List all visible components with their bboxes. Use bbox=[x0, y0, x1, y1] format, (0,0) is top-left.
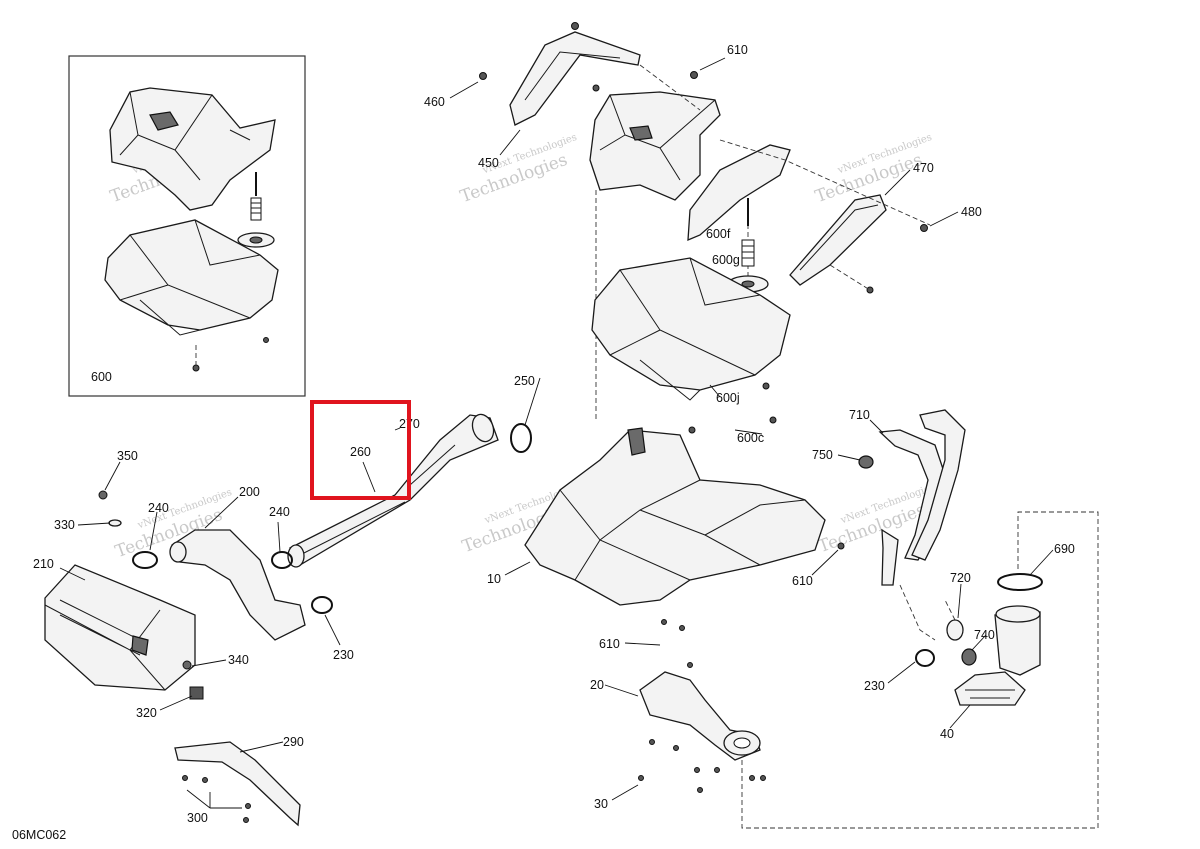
callout-330: 330 bbox=[54, 518, 75, 532]
inset-box-600: 600 bbox=[68, 55, 306, 397]
turbo-hose-assembly bbox=[858, 409, 1043, 706]
callout-720: 720 bbox=[950, 571, 971, 585]
callout-210: 210 bbox=[33, 557, 54, 571]
leader-lines bbox=[59, 57, 1054, 809]
callout-230: 230 bbox=[864, 679, 885, 693]
callout-610: 610 bbox=[792, 574, 813, 588]
callout-240: 240 bbox=[148, 501, 169, 515]
callout-340: 340 bbox=[228, 653, 249, 667]
upper-air-ducts bbox=[479, 22, 931, 420]
diagram-code: 06MC062 bbox=[12, 828, 66, 842]
callout-610: 610 bbox=[599, 637, 620, 651]
callout-230: 230 bbox=[333, 648, 354, 662]
highlight-box bbox=[310, 400, 411, 500]
callout-450: 450 bbox=[478, 156, 499, 170]
callout-10: 10 bbox=[487, 572, 501, 586]
callout-690: 690 bbox=[1054, 542, 1075, 556]
watermarks: vNext Technologies Technologies vNext Te… bbox=[108, 132, 937, 562]
callout-600g: 600g bbox=[712, 253, 740, 267]
callout-470: 470 bbox=[913, 161, 934, 175]
callout-460: 460 bbox=[424, 95, 445, 109]
callout-40: 40 bbox=[940, 727, 954, 741]
duct-20 bbox=[638, 511, 1099, 829]
callout-320: 320 bbox=[136, 706, 157, 720]
callout-600f: 600f bbox=[706, 227, 731, 241]
callout-350: 350 bbox=[117, 449, 138, 463]
callout-600j: 600j bbox=[716, 391, 740, 405]
lower-air-box-10 bbox=[524, 427, 845, 668]
callout-20: 20 bbox=[590, 678, 604, 692]
callout-710: 710 bbox=[849, 408, 870, 422]
callout-290: 290 bbox=[283, 735, 304, 749]
callout-labels: 610 460 450 470 480 600f 600g 600j 600c … bbox=[33, 43, 1075, 825]
callout-600-inset: 600 bbox=[91, 370, 112, 384]
callout-200: 200 bbox=[239, 485, 260, 499]
callout-740: 740 bbox=[974, 628, 995, 642]
callout-250: 250 bbox=[514, 374, 535, 388]
callout-260: 260 bbox=[350, 445, 371, 459]
callout-300: 300 bbox=[187, 811, 208, 825]
intercooler-assembly bbox=[44, 490, 333, 827]
callout-240: 240 bbox=[269, 505, 290, 519]
callout-30: 30 bbox=[594, 797, 608, 811]
callout-480: 480 bbox=[961, 205, 982, 219]
callout-750: 750 bbox=[812, 448, 833, 462]
callout-610: 610 bbox=[727, 43, 748, 57]
callout-600c: 600c bbox=[737, 431, 764, 445]
intake-housing-600 bbox=[591, 198, 791, 434]
